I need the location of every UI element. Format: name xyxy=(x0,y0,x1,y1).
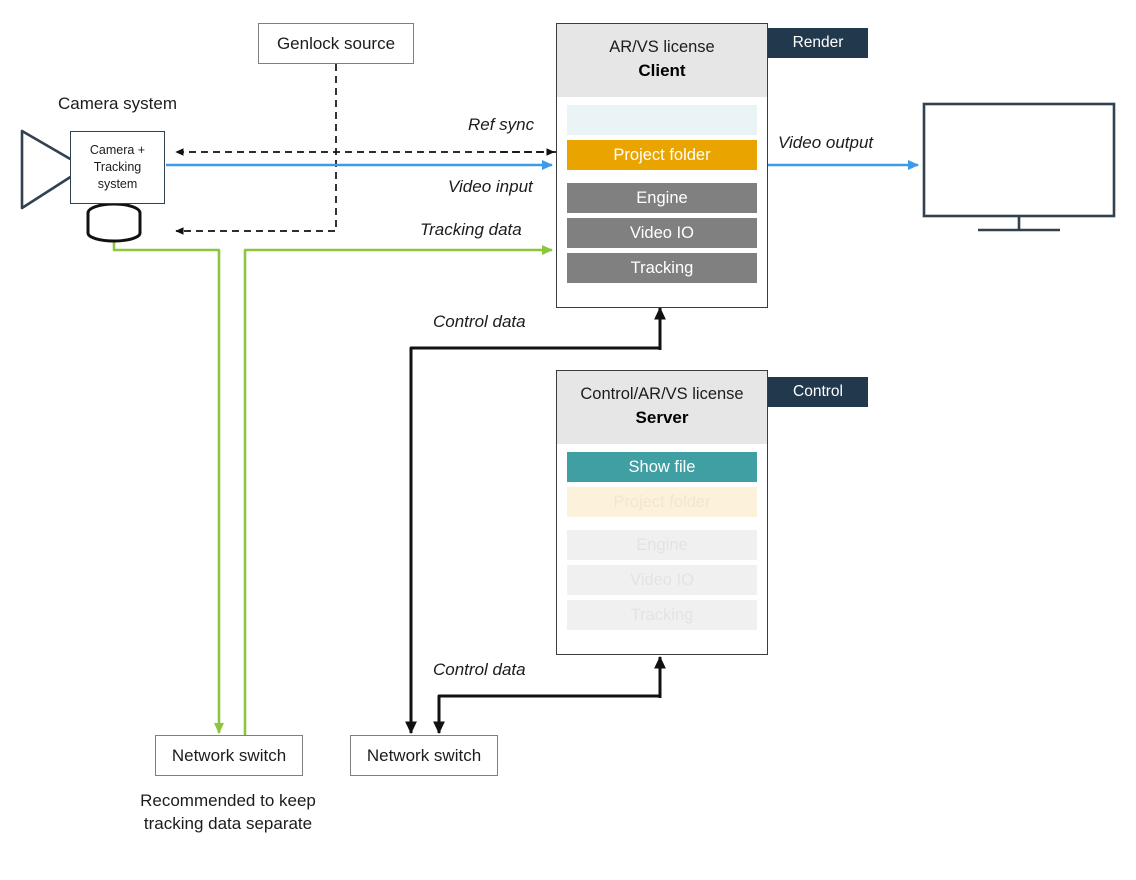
network-switch-left-label: Network switch xyxy=(171,745,287,765)
ref-sync-label: Ref sync xyxy=(468,115,535,134)
network-switch-right-label: Network switch xyxy=(366,745,482,765)
server-slot-0-label: Show file xyxy=(628,457,696,476)
control-badge: Control xyxy=(768,377,868,407)
note-line-2: tracking data separate xyxy=(143,813,313,833)
server-slot-3-label: Video IO xyxy=(630,570,694,589)
client-slot-video-io[interactable]: Video IO xyxy=(567,218,757,249)
monitor-stand-icon xyxy=(978,216,1060,232)
video-input-label: Video input xyxy=(448,177,533,196)
server-slot-project-folder[interactable]: Project folder xyxy=(567,487,757,518)
client-slot-4-label: Tracking xyxy=(630,258,694,277)
client-slot-list: Project folder Engine Video IO Tracking xyxy=(557,97,767,294)
client-slot-1-label: Project folder xyxy=(613,145,711,164)
client-role-label: Client xyxy=(638,61,686,81)
note-line-1: Recommended to keep xyxy=(140,791,316,810)
network-switch-right-box[interactable]: Network switch xyxy=(350,735,498,776)
server-license-label: Control/AR/VS license xyxy=(580,385,744,403)
camera-label-line1: Camera + xyxy=(89,143,146,158)
network-switch-left-box[interactable]: Network switch xyxy=(155,735,303,776)
wire-control-data-server xyxy=(433,693,662,734)
server-slot-2-label: Engine xyxy=(636,535,688,554)
control-badge-label: Control xyxy=(793,383,843,400)
server-machine-panel[interactable]: Control/AR/VS license Server Show file P… xyxy=(556,370,768,655)
client-slot-engine[interactable]: Engine xyxy=(567,183,757,214)
wire-tracker-to-switch xyxy=(112,240,224,734)
client-license-label: AR/VS license xyxy=(609,38,715,56)
client-slot-showfile-empty[interactable] xyxy=(567,105,757,136)
video-output-label: Video output xyxy=(778,133,874,152)
client-slot-tracking[interactable]: Tracking xyxy=(567,253,757,284)
server-slot-engine[interactable]: Engine xyxy=(567,530,757,561)
camera-label-line3: system xyxy=(97,176,138,191)
client-header: AR/VS license Client xyxy=(557,24,767,98)
client-slot-2-label: Engine xyxy=(636,188,688,207)
control-data-client-label: Control data xyxy=(433,312,526,331)
tracking-sensor-top-icon xyxy=(86,202,142,214)
camera-label-line2: Tracking xyxy=(93,160,142,175)
client-slot-project-folder[interactable]: Project folder xyxy=(567,140,757,171)
tracking-sensor-icon xyxy=(86,213,142,243)
genlock-source-label: Genlock source xyxy=(276,33,396,53)
server-header: Control/AR/VS license Server xyxy=(557,371,767,445)
genlock-source-box[interactable]: Genlock source xyxy=(258,23,414,64)
server-slot-tracking[interactable]: Tracking xyxy=(567,600,757,631)
client-machine-panel[interactable]: AR/VS license Client Project folder Engi… xyxy=(556,23,768,308)
server-slot-4-label: Tracking xyxy=(630,605,694,624)
render-badge: Render xyxy=(768,28,868,58)
tracking-data-label: Tracking data xyxy=(420,220,522,239)
camera-system-title: Camera system xyxy=(58,94,178,113)
control-data-server-label: Control data xyxy=(433,660,526,679)
client-slot-3-label: Video IO xyxy=(630,223,694,242)
server-slot-video-io[interactable]: Video IO xyxy=(567,565,757,596)
server-slot-list: Show file Project folder Engine Video IO… xyxy=(557,444,767,641)
camera-tracking-system-box[interactable]: Camera + Tracking system xyxy=(70,131,165,204)
wire-genlock-trunk xyxy=(175,64,337,235)
camera-lens-icon xyxy=(20,129,74,210)
server-role-label: Server xyxy=(635,408,689,428)
monitor-screen-icon xyxy=(922,102,1116,218)
render-badge-label: Render xyxy=(792,34,844,51)
server-slot-show-file[interactable]: Show file xyxy=(567,452,757,483)
tracking-separate-note: Recommended to keep tracking data separa… xyxy=(128,790,328,836)
server-slot-1-label: Project folder xyxy=(613,492,711,511)
